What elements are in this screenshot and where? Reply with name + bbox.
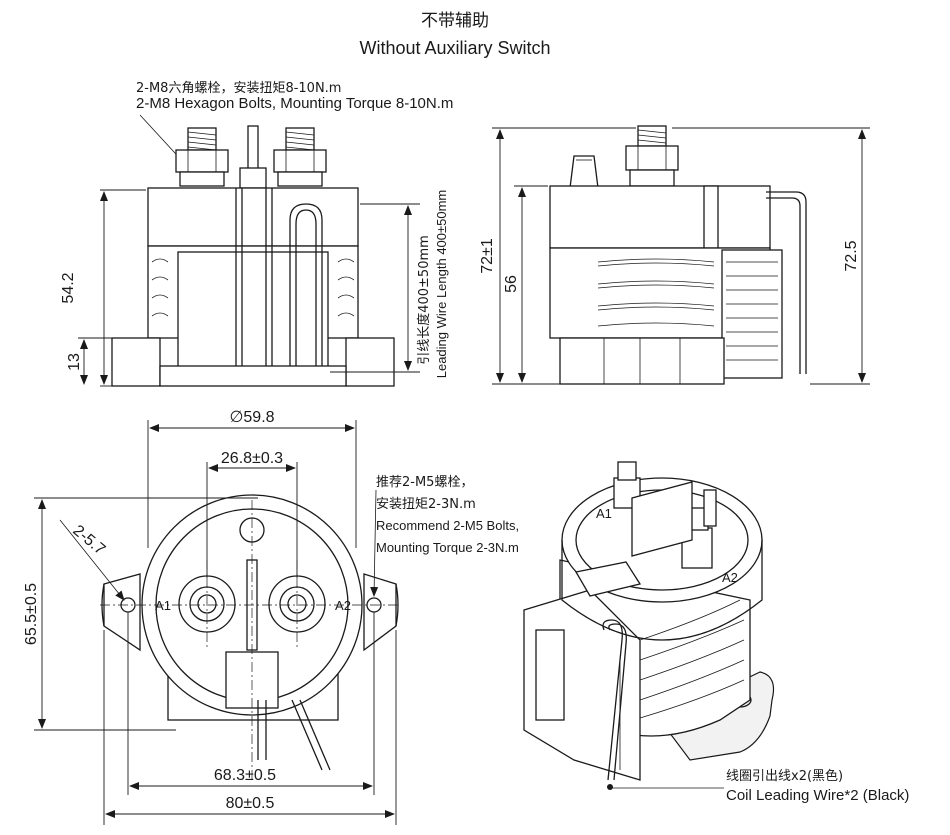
bolt-note-cn: 2-M8六角螺栓，安装扭矩8-10N.m xyxy=(136,81,341,96)
iso-label-a2: A2 xyxy=(722,570,738,585)
dim-total-height: 54.2 xyxy=(60,272,77,303)
bolt-note-en: 2-M8 Hexagon Bolts, Mounting Torque 8-10… xyxy=(136,95,453,112)
bolt-nut-right xyxy=(273,149,327,173)
dim-terminal-spacing: 26.8±0.3 xyxy=(221,450,283,467)
title-en: Without Auxiliary Switch xyxy=(359,38,550,58)
iso-view: A1 A2 线圈引出线x2(黑色) Coil Leading Wire*2 (B… xyxy=(523,461,909,804)
bolt-nut-left xyxy=(175,149,229,173)
mount-note-cn-2: 安装扭矩2-3N.m xyxy=(376,497,476,512)
dim-width: 65.5±0.5 xyxy=(23,583,40,645)
mount-note-cn-1: 推荐2-M5螺栓， xyxy=(376,475,473,490)
side-connector-block xyxy=(721,249,783,379)
dim-total-side: 72.5 xyxy=(843,240,860,271)
dim-diameter: ∅59.8 xyxy=(229,409,274,426)
mount-note-en-1: Recommend 2-M5 Bolts, xyxy=(376,518,519,533)
front-view: 2-M8六角螺栓，安装扭矩8-10N.m 2-M8 Hexagon Bolts,… xyxy=(60,81,453,387)
side-view: 72±1 56 72.5 xyxy=(479,125,870,385)
dim-body-height: 56 xyxy=(503,275,520,293)
wire-length-en: Leading Wire Length 400±50mm xyxy=(434,190,449,379)
top-view: A1 A2 ∅59.8 26.8±0.3 2-5.7 65.5±0.5 68.3… xyxy=(23,409,519,825)
terminal-a2-label: A2 xyxy=(335,598,351,613)
dim-base-height: 13 xyxy=(66,353,83,371)
dim-height-tolerance: 72±1 xyxy=(479,238,496,274)
mount-note-en-2: Mounting Torque 2-3N.m xyxy=(376,540,519,555)
terminal-a1-label: A1 xyxy=(155,598,171,613)
bolt-thread-left xyxy=(187,127,217,151)
side-top-housing xyxy=(549,185,771,249)
dim-mount-hole: 2-5.7 xyxy=(69,522,108,559)
bolt-thread-right xyxy=(285,127,315,151)
front-coil-box xyxy=(177,251,329,371)
title-cn: 不带辅助 xyxy=(421,11,489,31)
wire-length-cn: 引线长度400±50mm xyxy=(416,235,432,365)
front-top-housing xyxy=(147,187,359,247)
iso-label-a1: A1 xyxy=(596,506,612,521)
dim-mount-spacing: 68.3±0.5 xyxy=(214,767,276,784)
coil-wire-cn: 线圈引出线x2(黑色) xyxy=(726,768,843,784)
dim-flange-width: 80±0.5 xyxy=(226,795,275,812)
coil-wire-en: Coil Leading Wire*2 (Black) xyxy=(726,787,909,804)
